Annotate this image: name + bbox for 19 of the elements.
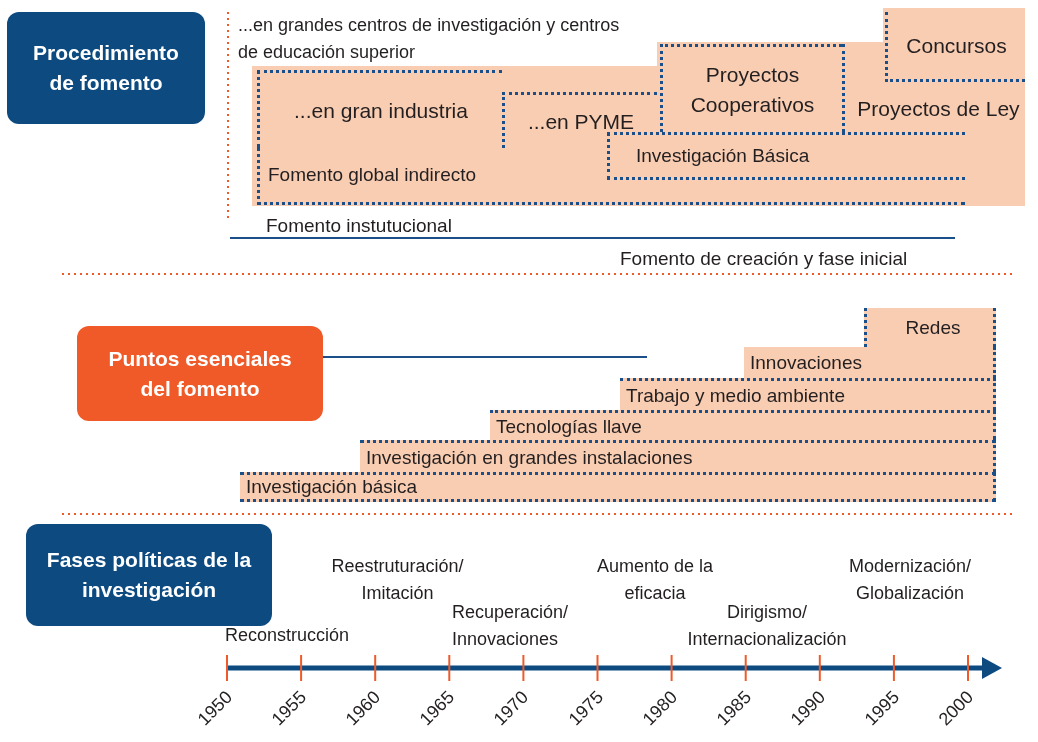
section-heading-box: Fases políticas de la investigación <box>26 524 272 626</box>
dotted-region: Investigación Básica <box>607 132 965 180</box>
step-band: Investigación en grandes instalaciones <box>360 440 996 472</box>
step-band: Tecnologías llave <box>490 410 996 440</box>
step-band: Innovaciones <box>744 347 996 378</box>
annotation-text: Fomento instutucional <box>266 214 453 238</box>
phase-label: Modernización/ Globalización <box>847 555 973 605</box>
step-band: Redes <box>864 308 996 347</box>
dotted-region: Proyectos Cooperativos <box>660 44 842 132</box>
step-band: Investigación básica <box>240 472 996 502</box>
phase-label: Reconstrucción <box>225 624 351 647</box>
section-heading-box: Puntos esenciales del fomento <box>77 326 323 421</box>
step-band: Trabajo y medio ambiente <box>620 378 996 410</box>
dotted-region: Concursos <box>885 12 1025 82</box>
annotation-text: ...en grandes centros de investigación y centros de educación superior <box>238 14 621 64</box>
dotted-region: ...en gran industria <box>257 70 502 148</box>
annotation-text: Fomento de creación y fase inicial <box>620 247 909 271</box>
section-heading-box: Procedimiento de fomento <box>7 12 205 124</box>
dotted-region: ...en PYME <box>502 92 657 148</box>
